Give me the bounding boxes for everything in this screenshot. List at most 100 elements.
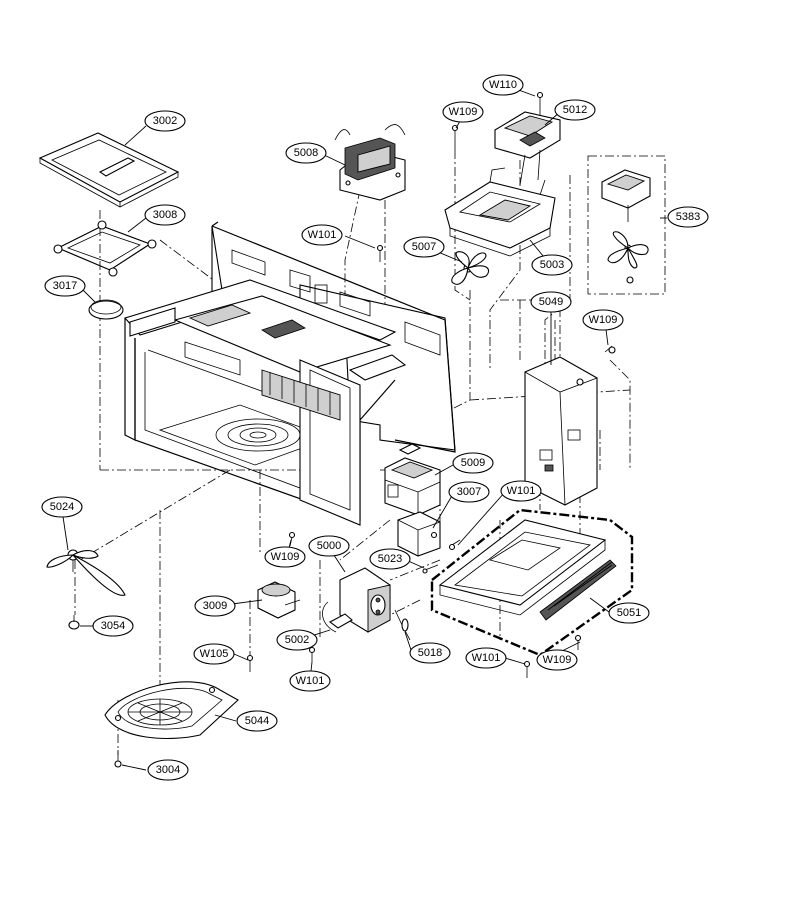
callout-oval [301,224,343,246]
callout-label: 5049 [539,296,563,308]
callout-5051: 5051 [608,602,650,624]
callout-oval [667,206,709,228]
callout-label: W101 [308,229,337,241]
callout-label: 5024 [50,501,74,513]
callout-oval [582,309,624,331]
fan-bracket [444,167,556,257]
callout-label: 5007 [412,241,436,253]
callout-5008: 5008 [285,142,327,164]
callout-oval [236,710,278,732]
callout-label: W101 [472,652,501,664]
oven-cavity [124,221,456,526]
magnetron [384,443,441,516]
callout-5002: 5002 [276,629,318,651]
callout-oval [409,642,451,664]
callout-label: 5018 [418,647,442,659]
callout-oval [531,254,573,276]
callout-label: 3004 [156,764,180,776]
callout-label: W101 [507,485,536,497]
bracket-3007 [397,511,441,557]
callout-oval [41,496,83,518]
callout-oval [285,142,327,164]
screw-w109b [604,345,616,354]
nut-3054 [68,615,80,630]
callout-label: W109 [449,106,478,118]
callout-3009: 3009 [194,595,236,617]
callout-w110: W110 [482,74,524,96]
callout-w109: W109 [582,309,624,331]
glass-tray [38,132,180,208]
callout-5044: 5044 [236,710,278,732]
callout-oval [289,670,331,692]
callout-oval [276,629,318,651]
callout-5007: 5007 [403,236,445,258]
screw-3004 [114,750,122,768]
callout-label: W105 [200,648,229,660]
stirrer [46,549,126,596]
callout-label: 3017 [53,280,77,292]
callout-5000: 5000 [308,535,350,557]
grille-cover [104,681,239,739]
callout-label: 5044 [245,715,269,727]
callout-oval [530,291,572,313]
callout-w101: W101 [500,480,542,502]
callout-oval [147,759,189,781]
callout-w101: W101 [289,670,331,692]
screw-w101b [448,539,461,551]
callout-3004: 3004 [147,759,189,781]
callout-oval [536,649,578,671]
callout-5383: 5383 [667,206,709,228]
callout-label: 3007 [457,486,481,498]
motor-fan-kit [587,155,666,295]
turntable-motor [257,581,301,619]
callout-label: 5009 [461,457,485,469]
callout-oval [144,110,186,132]
callout-oval [144,204,186,226]
callout-label: 5023 [378,553,402,565]
callout-oval [308,535,350,557]
callout-oval [193,643,235,665]
callout-oval [554,99,596,121]
callout-label: 5051 [617,607,641,619]
callout-5049: 5049 [530,291,572,313]
callout-5024: 5024 [41,496,83,518]
callout-5009: 5009 [452,452,494,474]
callout-3054: 3054 [92,615,134,637]
callout-label: 5383 [676,211,700,223]
callout-w101: W101 [465,647,507,669]
callout-w109: W109 [536,649,578,671]
callout-oval [448,481,490,503]
callout-oval [452,452,494,474]
callout-oval [500,480,542,502]
callout-oval [465,647,507,669]
callout-oval [194,595,236,617]
callouts: 3002300830175008W101W109W110501250075003… [41,74,709,781]
callout-oval [44,275,86,297]
callout-label: 5003 [540,259,564,271]
callout-label: 3009 [203,600,227,612]
callout-3002: 3002 [144,110,186,132]
callout-oval [369,548,411,570]
callout-5003: 5003 [531,254,573,276]
side-panel [524,356,598,506]
screws-bottom [246,646,316,672]
callout-oval [92,615,134,637]
callout-5018: 5018 [409,642,451,664]
callout-label: W101 [296,675,325,687]
callout-label: 3008 [153,209,177,221]
callout-w101: W101 [301,224,343,246]
callout-label: 3002 [153,115,177,127]
callout-w109: W109 [442,101,484,123]
callout-label: W110 [489,79,517,91]
screw-w101a [376,244,384,262]
callout-3017: 3017 [44,275,86,297]
callout-3007: 3007 [448,481,490,503]
transformer [334,124,406,201]
callout-oval [608,602,650,624]
callout-label: 3054 [101,620,125,632]
callout-5012: 5012 [554,99,596,121]
callout-w109: W109 [264,546,306,568]
callout-label: W109 [589,314,618,326]
callout-oval [264,546,306,568]
